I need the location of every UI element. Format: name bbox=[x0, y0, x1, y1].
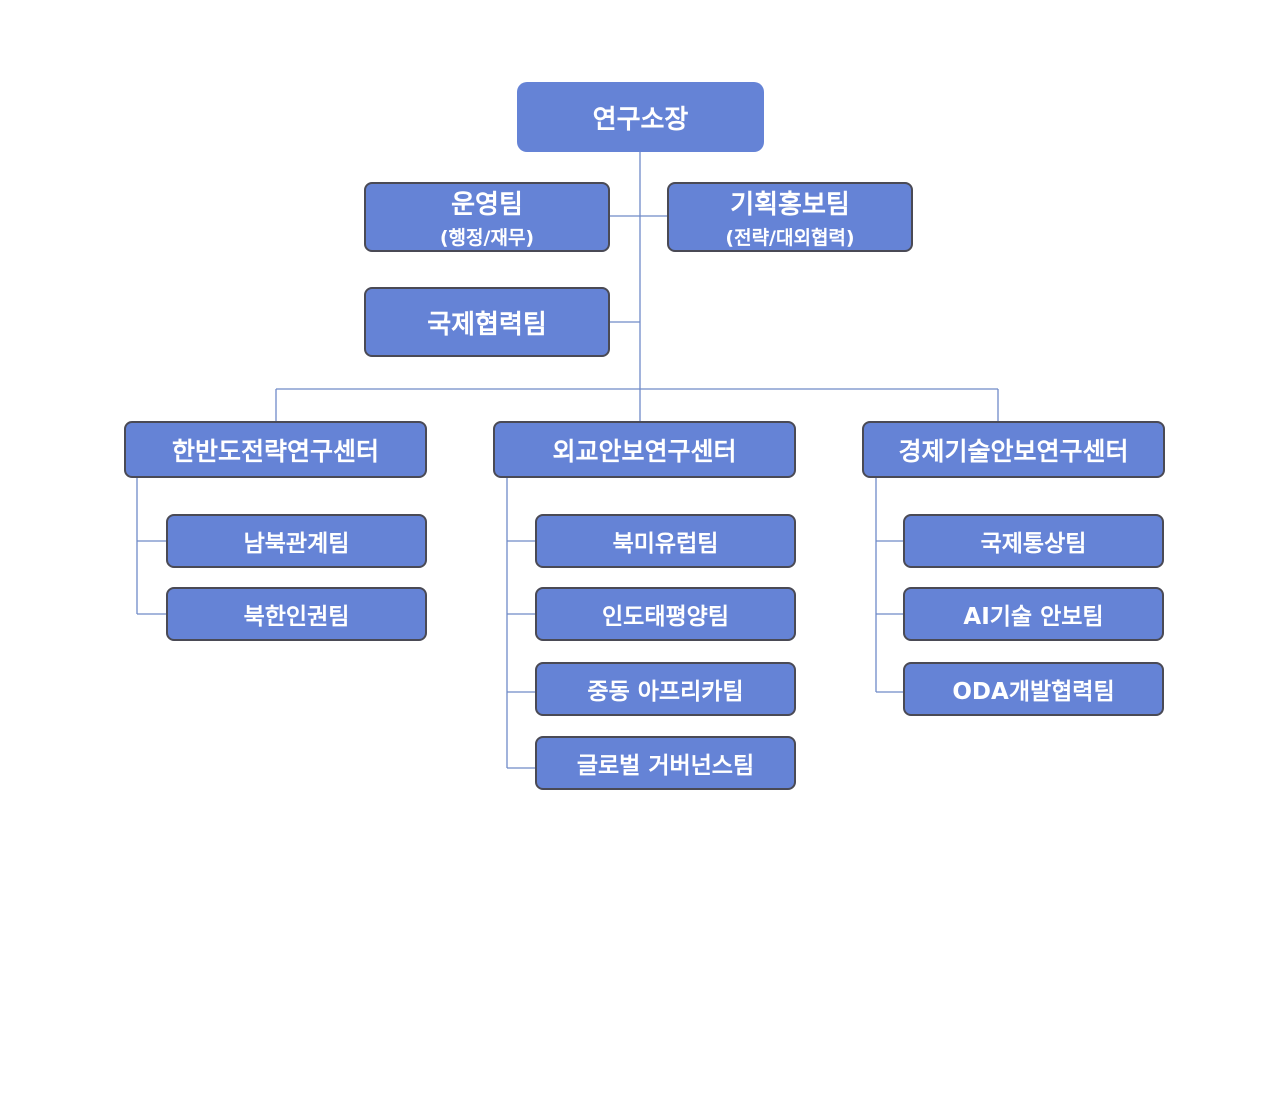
director-label: 연구소장 bbox=[592, 104, 689, 135]
team-label: 중동 아프리카팀 bbox=[587, 679, 744, 705]
center-box: 한반도전략연구센터 bbox=[124, 421, 427, 478]
center-label: 경제기술안보연구센터 bbox=[898, 436, 1129, 466]
team-box: 남북관계팀 bbox=[166, 514, 427, 568]
team-label: 남북관계팀 bbox=[243, 531, 350, 557]
team-label: 국제통상팀 bbox=[980, 531, 1087, 557]
team-label: 인도태평양팀 bbox=[602, 604, 729, 630]
center-box: 외교안보연구센터 bbox=[493, 421, 796, 478]
operations-team-sub: (행정/재무) bbox=[439, 227, 535, 249]
planning-team-label: 기획홍보팀 bbox=[730, 190, 850, 220]
director-box: 연구소장 bbox=[517, 82, 764, 152]
team-box: AI기술 안보팀 bbox=[903, 587, 1164, 641]
team-label: 북한인권팀 bbox=[243, 604, 350, 630]
operations-team-box: 운영팀 (행정/재무) bbox=[364, 182, 610, 252]
planning-team-box: 기획홍보팀 (전략/대외협력) bbox=[667, 182, 913, 252]
team-box: 글로벌 거버넌스팀 bbox=[535, 736, 796, 790]
team-label: AI기술 안보팀 bbox=[963, 604, 1104, 630]
team-box: 북한인권팀 bbox=[166, 587, 427, 641]
team-box: 북미유럽팀 bbox=[535, 514, 796, 568]
team-label: ODA개발협력팀 bbox=[952, 679, 1115, 705]
center-label: 외교안보연구센터 bbox=[552, 436, 737, 466]
center-box: 경제기술안보연구센터 bbox=[862, 421, 1165, 478]
international-team-label: 국제협력팀 bbox=[427, 309, 547, 340]
operations-team-label: 운영팀 bbox=[451, 190, 523, 220]
center-label: 한반도전략연구센터 bbox=[171, 436, 379, 466]
team-box: 인도태평양팀 bbox=[535, 587, 796, 641]
team-box: ODA개발협력팀 bbox=[903, 662, 1164, 716]
team-label: 북미유럽팀 bbox=[612, 531, 719, 557]
international-team-box: 국제협력팀 bbox=[364, 287, 610, 357]
team-box: 국제통상팀 bbox=[903, 514, 1164, 568]
team-box: 중동 아프리카팀 bbox=[535, 662, 796, 716]
planning-team-sub: (전략/대외협력) bbox=[725, 227, 855, 249]
team-label: 글로벌 거버넌스팀 bbox=[576, 753, 755, 779]
